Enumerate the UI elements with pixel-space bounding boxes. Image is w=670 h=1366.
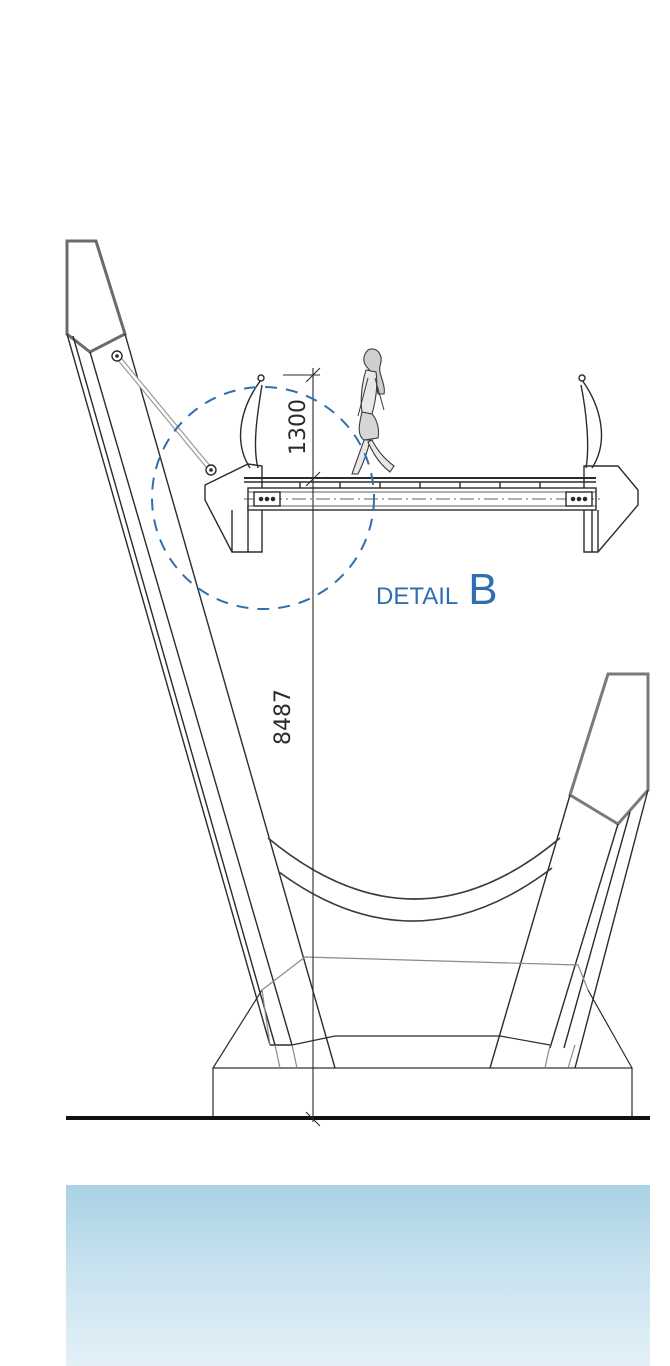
- dimension-railing-height: 1300: [286, 399, 311, 455]
- bridge-deck: [204, 463, 639, 553]
- water-panel: [66, 1185, 650, 1366]
- dimension-lines: [283, 367, 321, 1127]
- dimension-total-height: 8487: [271, 689, 296, 745]
- foundation: [212, 956, 633, 1118]
- left-pylon-cap: [65, 239, 127, 354]
- railings: [239, 374, 603, 469]
- right-pylon-cap: [568, 672, 650, 826]
- detail-b-circle: [151, 386, 375, 610]
- pedestrian-figure: [351, 348, 395, 475]
- arch-curves: [267, 837, 561, 922]
- detail-label: DETAIL B: [376, 565, 498, 614]
- stay-cable: [111, 350, 217, 476]
- left-pylon: [65, 239, 336, 1069]
- detail-label-letter: B: [468, 565, 497, 614]
- detail-label-word: DETAIL: [376, 583, 458, 610]
